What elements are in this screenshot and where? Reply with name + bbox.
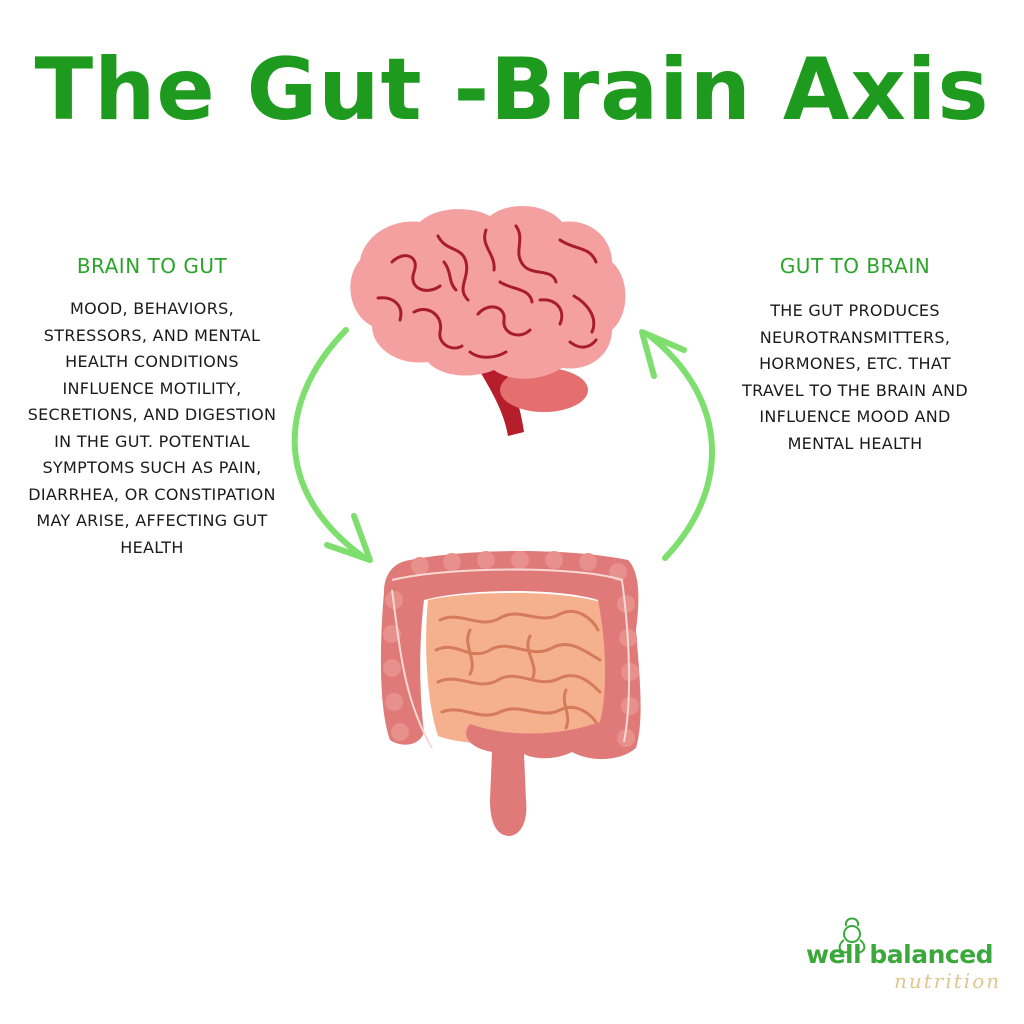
gut-to-brain-arrow bbox=[639, 329, 716, 561]
logo-wordmark: well balanced bbox=[806, 940, 994, 969]
brain-to-gut-heading: BRAIN TO GUT bbox=[76, 254, 228, 278]
gut-to-brain-description: THE GUT PRODUCES NEUROTRANSMITTERS, HORM… bbox=[742, 301, 968, 453]
logo-subtitle: nutrition bbox=[894, 969, 1002, 993]
brain-to-gut-description: MOOD, BEHAVIORS, STRESSORS, AND MENTAL H… bbox=[27, 299, 277, 557]
gut-to-brain-heading: GUT TO BRAIN bbox=[779, 254, 931, 278]
brain-icon bbox=[350, 205, 626, 436]
logo-icon bbox=[838, 917, 866, 954]
intestine-icon bbox=[380, 551, 641, 836]
page-title: The Gut -Brain Axis bbox=[34, 40, 990, 140]
brain-to-gut-arrow bbox=[291, 327, 373, 563]
